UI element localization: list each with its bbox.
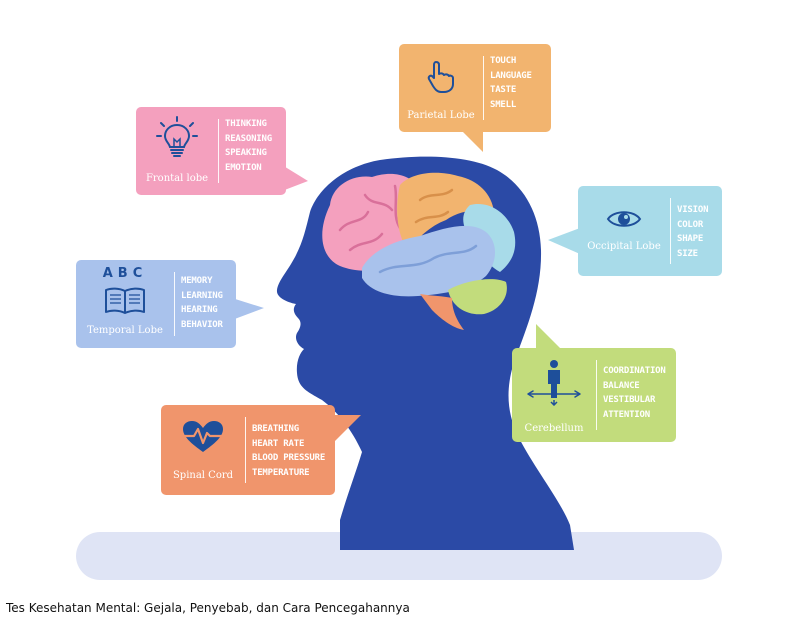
icon-area: Frontal lobe bbox=[136, 107, 218, 195]
callout-frontal: Frontal lobe THINKING REASONING SPEAKING… bbox=[136, 107, 316, 197]
function-item: SPEAKING bbox=[225, 148, 267, 158]
divider bbox=[245, 417, 246, 483]
callout-spinal: Spinal Cord BREATHING HEART RATE BLOOD P… bbox=[161, 405, 361, 495]
lobe-name: Spinal Cord bbox=[172, 470, 234, 481]
callout-bubble: Spinal Cord BREATHING HEART RATE BLOOD P… bbox=[161, 405, 335, 495]
divider bbox=[174, 272, 175, 336]
callout-tail bbox=[232, 298, 264, 320]
icon-area: Cerebellum bbox=[512, 348, 596, 442]
callout-bubble: Parietal Lobe TOUCH LANGUAGE TASTE SMELL bbox=[399, 44, 551, 132]
callout-bubble: Cerebellum COORDINATION BALANCE VESTIBUL… bbox=[512, 348, 676, 442]
function-list: TOUCH LANGUAGE TASTE SMELL bbox=[484, 44, 532, 132]
function-item: EMOTION bbox=[225, 162, 262, 173]
callout-bubble: Occipital Lobe VISION COLOR SHAPE SIZE bbox=[578, 186, 722, 276]
function-item: VISION bbox=[677, 205, 709, 215]
callout-cerebellum: Cerebellum COORDINATION BALANCE VESTIBUL… bbox=[512, 324, 676, 442]
temporal-lobe-folds bbox=[378, 244, 478, 274]
callout-tail bbox=[548, 228, 580, 254]
lobe-name: Frontal lobe bbox=[145, 173, 209, 184]
function-item: LANGUAGE bbox=[490, 70, 532, 81]
function-list: THINKING REASONING SPEAKING EMOTION bbox=[219, 107, 272, 195]
function-item: BALANCE bbox=[603, 380, 640, 391]
divider bbox=[218, 119, 219, 183]
lobe-name: Temporal Lobe bbox=[87, 325, 163, 336]
function-list: COORDINATION BALANCE VESTIBULAR ATTENTIO… bbox=[597, 348, 666, 442]
parietal-lobe-shape bbox=[397, 172, 494, 250]
callout-tail bbox=[536, 324, 562, 350]
callout-parietal: Parietal Lobe TOUCH LANGUAGE TASTE SMELL bbox=[399, 44, 551, 154]
callout-bubble: Frontal lobe THINKING REASONING SPEAKING… bbox=[136, 107, 286, 195]
icon-area: Spinal Cord bbox=[161, 405, 245, 495]
callout-tail bbox=[461, 130, 483, 152]
frontal-lobe-folds bbox=[338, 184, 402, 252]
divider bbox=[483, 56, 484, 120]
function-item: BREATHING bbox=[252, 424, 299, 434]
function-item: BEHAVIOR bbox=[181, 319, 223, 330]
function-item: VESTIBULAR bbox=[603, 395, 656, 405]
eye-icon bbox=[606, 211, 642, 227]
lightbulb-icon bbox=[156, 116, 198, 157]
abc-letters: ABC bbox=[102, 266, 148, 281]
function-item: SHAPE bbox=[677, 234, 704, 244]
divider bbox=[596, 360, 597, 430]
callout-tail bbox=[331, 415, 361, 445]
function-item: REASONING bbox=[225, 133, 272, 144]
lobe-name: Cerebellum bbox=[524, 423, 584, 434]
function-item: MEMORY bbox=[181, 276, 213, 286]
function-item: THINKING bbox=[225, 119, 267, 129]
heartbeat-icon bbox=[183, 421, 223, 452]
caption: Tes Kesehatan Mental: Gejala, Penyebab, … bbox=[6, 601, 410, 615]
function-item: SIZE bbox=[677, 248, 698, 259]
cerebellum-shape bbox=[448, 279, 507, 315]
callout-bubble: ABC Temporal Lobe MEMORY LEARNING HEARIN… bbox=[76, 260, 236, 348]
function-item: TOUCH bbox=[490, 56, 517, 66]
parietal-lobe-folds bbox=[414, 188, 454, 224]
icon-area: ABC Temporal Lobe bbox=[76, 260, 174, 348]
function-item: COORDINATION bbox=[603, 366, 666, 376]
divider bbox=[670, 198, 671, 264]
function-list: BREATHING HEART RATE BLOOD PRESSURE TEMP… bbox=[246, 405, 325, 495]
function-item: TASTE bbox=[490, 85, 517, 95]
callout-temporal: ABC Temporal Lobe MEMORY LEARNING HEARIN… bbox=[76, 260, 266, 348]
person-balance-icon bbox=[527, 360, 581, 406]
lobe-name: Parietal Lobe bbox=[407, 110, 475, 121]
function-item: HEART RATE bbox=[252, 438, 305, 449]
callout-tail bbox=[282, 165, 308, 191]
brain-function-infographic: Parietal Lobe TOUCH LANGUAGE TASTE SMELL bbox=[76, 44, 722, 580]
head-silhouette bbox=[276, 156, 574, 550]
function-item: HEARING bbox=[181, 305, 218, 315]
function-item: BLOOD PRESSURE bbox=[252, 453, 326, 463]
lobe-name: Occipital Lobe bbox=[587, 241, 661, 252]
function-list: MEMORY LEARNING HEARING BEHAVIOR bbox=[175, 260, 223, 348]
function-item: LEARNING bbox=[181, 290, 223, 301]
icon-area: Occipital Lobe bbox=[578, 186, 670, 276]
brainstem-shape bbox=[420, 294, 464, 330]
function-list: VISION COLOR SHAPE SIZE bbox=[671, 186, 709, 276]
function-item: SMELL bbox=[490, 99, 517, 110]
function-item: COLOR bbox=[677, 219, 704, 230]
icon-area: Parietal Lobe bbox=[399, 44, 483, 132]
open-book-icon bbox=[105, 287, 145, 314]
function-item: TEMPERATURE bbox=[252, 467, 310, 478]
callout-occipital: Occipital Lobe VISION COLOR SHAPE SIZE bbox=[548, 186, 722, 278]
pointing-hand-icon bbox=[427, 61, 454, 93]
function-item: ATTENTION bbox=[603, 409, 650, 420]
